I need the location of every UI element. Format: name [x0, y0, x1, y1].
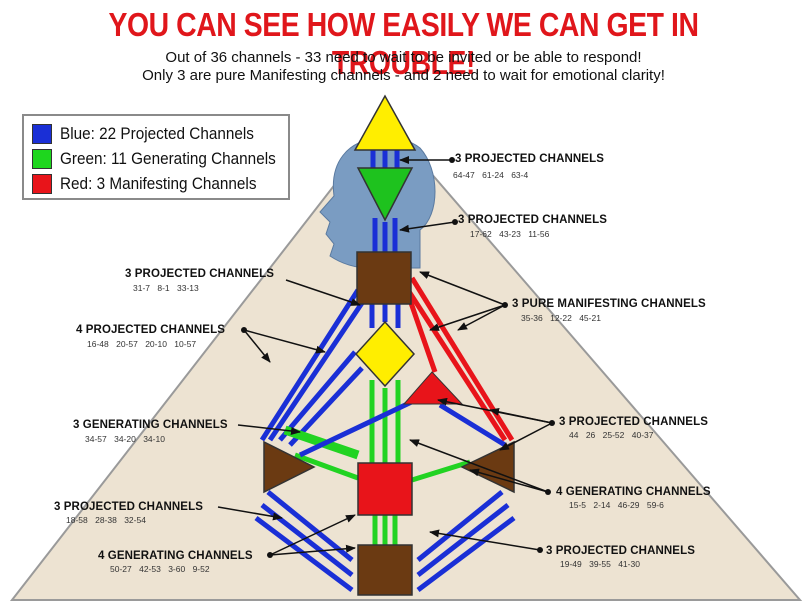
- annotation-sacral-generating-codes: 15-5 2-14 46-29 59-6: [569, 500, 664, 510]
- channels: [254, 150, 516, 592]
- annotation-ajna-projected-codes: 17-62 43-23 11-56: [470, 229, 550, 239]
- annotation-ajna-projected-title: 3 PROJECTED CHANNELS: [458, 214, 607, 226]
- legend-swatch-green: [32, 149, 52, 169]
- legend-item-projected: Blue: 22 Projected Channels: [32, 123, 275, 145]
- legend-swatch-red: [32, 174, 52, 194]
- annotation-g-projected-title: 4 PROJECTED CHANNELS: [76, 324, 225, 336]
- subtitle-line-1: Out of 36 channels - 33 need to wait to …: [165, 49, 642, 66]
- legend-label: Red: 3 Manifesting Channels: [60, 174, 257, 193]
- arrow-dots: [241, 157, 555, 558]
- annotation-root-projected-right-title: 3 PROJECTED CHANNELS: [546, 545, 695, 557]
- subtitle-line-2: Only 3 are pure Manifesting channels - a…: [142, 67, 665, 84]
- legend-label: Green: 11 Generating Channels: [60, 149, 276, 168]
- annotation-spleen-generating-title: 3 GENERATING CHANNELS: [73, 419, 228, 431]
- heart-center: [402, 371, 464, 405]
- g-center: [354, 320, 416, 388]
- annotation-sacral-generating-title: 4 GENERATING CHANNELS: [556, 486, 711, 498]
- annotation-g-projected-codes: 16-48 20-57 20-10 10-57: [87, 339, 197, 349]
- annotation-solar-projected-title: 3 PROJECTED CHANNELS: [559, 416, 708, 428]
- annotation-spleen-generating-codes: 34-57 34-20 34-10: [85, 434, 165, 444]
- annotation-root-generating-codes: 50-27 42-53 3-60 9-52: [110, 564, 210, 574]
- root-center: [357, 544, 413, 596]
- pointer-arrows: [217, 156, 553, 556]
- sacral-center: [357, 462, 413, 516]
- page-title: YOU CAN SEE HOW EASILY WE CAN GET IN TRO…: [108, 6, 699, 81]
- head-center: [353, 94, 417, 151]
- annotation-head-projected-title: 3 PROJECTED CHANNELS: [455, 153, 604, 165]
- annotation-root-projected-right-codes: 19-49 39-55 41-30: [560, 559, 640, 569]
- annotation-head-projected-codes: 64-47 61-24 63-4: [453, 170, 529, 180]
- legend-swatch-blue: [32, 124, 52, 144]
- annotation-root-projected-left-codes: 18-58 28-38 32-54: [66, 515, 146, 525]
- annotation-throat-projected-codes: 31-7 8-1 33-13: [133, 283, 199, 293]
- annotation-pure-manifesting-title: 3 PURE MANIFESTING CHANNELS: [512, 298, 706, 310]
- spleen-center: [263, 440, 316, 494]
- annotation-root-projected-left-title: 3 PROJECTED CHANNELS: [54, 501, 203, 513]
- annotation-root-generating-title: 4 GENERATING CHANNELS: [98, 550, 253, 562]
- legend-label: Blue: 22 Projected Channels: [60, 124, 254, 143]
- legend: Blue: 22 Projected Channels Green: 11 Ge…: [22, 114, 290, 200]
- legend-item-generating: Green: 11 Generating Channels: [32, 148, 300, 170]
- annotation-pure-manifesting-codes: 35-36 12-22 45-21: [521, 313, 601, 323]
- ajna-center: [356, 167, 414, 222]
- throat-center: [356, 251, 412, 305]
- legend-item-manifesting: Red: 3 Manifesting Channels: [32, 173, 278, 195]
- annotation-throat-projected-title: 3 PROJECTED CHANNELS: [125, 268, 274, 280]
- annotation-solar-projected-codes: 44 26 25-52 40-37: [569, 430, 654, 440]
